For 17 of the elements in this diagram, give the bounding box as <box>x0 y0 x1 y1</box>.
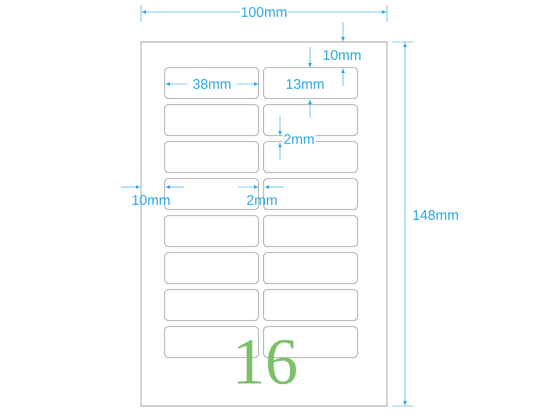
dimension-text: 148mm <box>411 209 460 221</box>
label-box <box>164 215 259 247</box>
dimension-text: 100mm <box>240 6 288 18</box>
label-box <box>164 289 259 321</box>
label-box <box>263 289 358 321</box>
dimension-text: 38mm <box>193 79 231 89</box>
dimension-text: 10mm <box>132 195 170 205</box>
dimension-text: 13mm <box>286 79 324 89</box>
label-box <box>263 215 358 247</box>
label-box <box>164 67 259 99</box>
label-box <box>263 252 358 284</box>
dimension-text: 2mm <box>282 133 316 145</box>
label-box <box>164 252 259 284</box>
label-box <box>263 67 358 99</box>
dimension-text: 2mm <box>247 195 277 205</box>
label-box <box>164 104 259 136</box>
label-box <box>164 141 259 173</box>
